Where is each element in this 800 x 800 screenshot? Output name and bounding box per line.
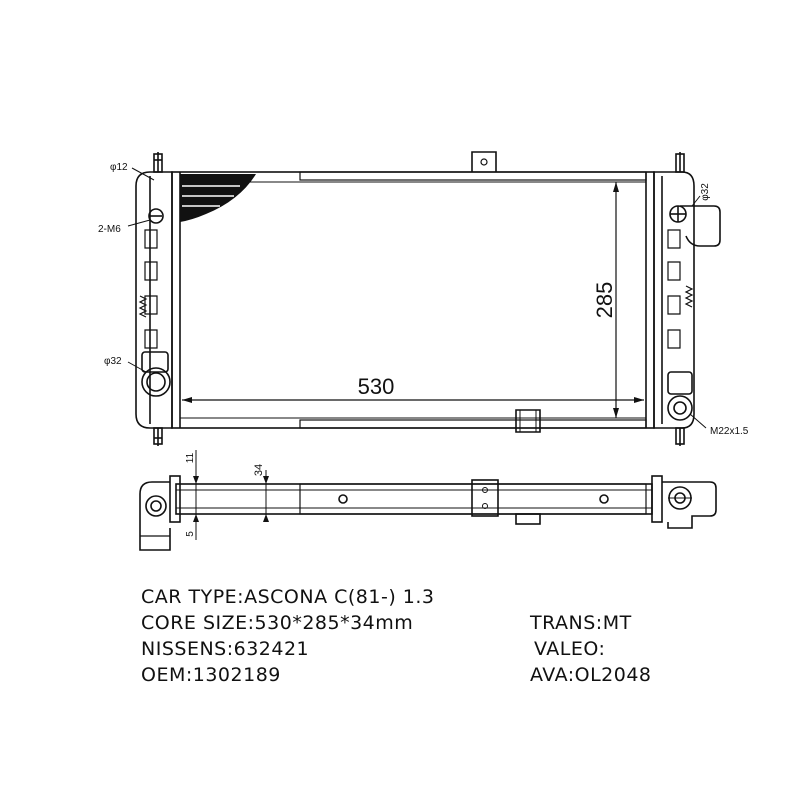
callout-phi32-right: φ32 bbox=[700, 183, 711, 201]
front-view bbox=[127, 151, 721, 446]
callout-m22: M22x1.5 bbox=[710, 426, 749, 437]
radiator-core bbox=[171, 171, 655, 429]
side-core bbox=[175, 483, 653, 515]
bottom-bracket bbox=[515, 409, 541, 433]
spec-car-type: CAR TYPE:ASCONA C(81-) 1.3 bbox=[141, 586, 435, 608]
spec-trans: TRANS:MT bbox=[530, 612, 632, 634]
spec-oem: OEM:1302189 bbox=[141, 664, 281, 686]
dim-11-label: 11 bbox=[185, 452, 196, 463]
right-drain-circle bbox=[667, 395, 693, 421]
dim-285-label: 285 bbox=[592, 282, 617, 319]
spec-ava: AVA:OL2048 bbox=[530, 664, 652, 686]
side-view bbox=[139, 450, 717, 551]
callout-phi12: φ12 bbox=[110, 162, 128, 173]
left-outlet-circle bbox=[141, 367, 171, 397]
dim-34-label: 34 bbox=[253, 464, 265, 476]
right-inlet-pipe bbox=[680, 205, 721, 247]
left-tank bbox=[135, 171, 173, 429]
right-tank bbox=[653, 171, 695, 429]
spec-valeo: VALEO: bbox=[534, 638, 606, 660]
spec-core-size: CORE SIZE:530*285*34mm bbox=[141, 612, 414, 634]
callout-2-m6: 2-M6 bbox=[98, 224, 121, 235]
dim-530-label: 530 bbox=[358, 374, 395, 399]
top-bracket bbox=[471, 151, 497, 172]
dim-5-label: 5 bbox=[185, 531, 196, 537]
spec-nissens: NISSENS:632421 bbox=[141, 638, 310, 660]
radiator-drawing: 530 285 34 11 5 φ12 2-M6 φ32 φ32 M22x1.5 bbox=[98, 151, 749, 551]
callout-phi32-left: φ32 bbox=[104, 356, 122, 367]
